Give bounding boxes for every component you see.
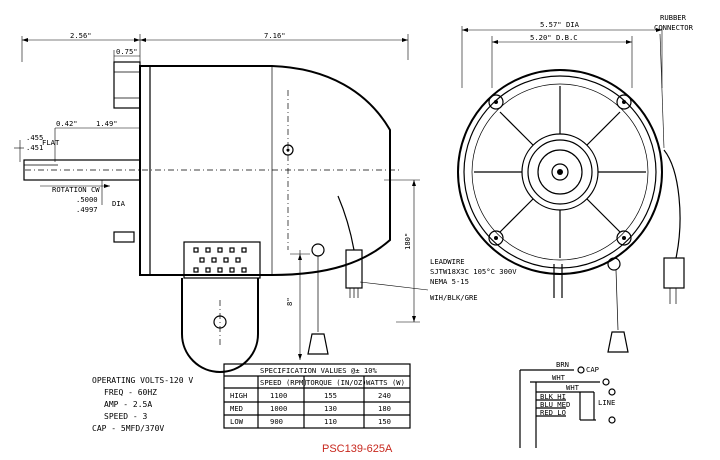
leadwire-line-4: WIH/BLK/GRE — [430, 293, 478, 302]
mounting-holes — [488, 94, 632, 246]
front-view: 5.57" DIA 5.20" D.B.C — [359, 13, 694, 353]
dim-shaft-dia-label: DIA — [112, 199, 126, 208]
leadwire-line-1: LEADWIRE — [430, 257, 465, 266]
wire-blk: BLK HI — [540, 392, 566, 401]
spec-row-label-high: HIGH — [230, 391, 247, 400]
dim-overall-width: 2.56" — [70, 31, 92, 40]
wire-blu: BLU MED — [540, 400, 570, 409]
spec-row-torque-low: 110 — [324, 417, 337, 426]
wiring-diagram: BRN CAP WHT WHT BLK HI BLU MED RED LO LI… — [519, 360, 616, 448]
spec-row-label-low: LOW — [230, 417, 244, 426]
leadwire-line-2: SJTW18X3C 105°C 300V — [430, 267, 517, 276]
leadwire-line-3: NEMA 5-15 — [430, 277, 469, 286]
dim-shaft-dia-1: .5000 — [76, 195, 98, 204]
spec-header-watts: WATTS (W) — [366, 378, 405, 387]
spec-row-watts-high: 240 — [378, 391, 391, 400]
dim-flat-length: 0.42" — [56, 119, 78, 128]
spec-row-label-med: MED — [230, 404, 243, 413]
flat-label: FLAT — [42, 138, 60, 147]
spec-row-speed-high: 1100 — [270, 391, 287, 400]
dim-cord-length: 180" — [403, 233, 412, 250]
operating-line-3: AMP - 2.5A — [104, 400, 152, 409]
spec-header-torque: TORQUE (IN/OZ) — [306, 378, 367, 387]
dim-flat-depth-2: .451 — [26, 143, 43, 152]
spec-row-torque-med: 130 — [324, 404, 337, 413]
spec-table-title: SPECIFICATION VALUES @± 10% — [260, 366, 378, 375]
operating-notes: OPERATING VOLTS-120 V FREQ - 60HZ AMP - … — [92, 376, 193, 433]
dim-bolt-circle: 5.20" D.B.C — [530, 33, 578, 42]
model-number: PSC139-625A — [322, 443, 393, 455]
wire-cap: CAP — [586, 365, 599, 374]
dim-motor-dia: 5.57" DIA — [540, 20, 580, 29]
wire-red: RED LO — [540, 408, 566, 417]
dim-body-length: 7.16" — [264, 31, 286, 40]
spec-row-torque-high: 155 — [324, 391, 337, 400]
spec-row-speed-med: 1000 — [270, 404, 287, 413]
rotation-label: ROTATION CW — [52, 185, 100, 194]
rubber-connector-label-1: RUBBER — [660, 13, 687, 22]
dim-flat-depth-1: .455 — [26, 133, 43, 142]
side-view: 2.56" 7.16" 0.75" .455 .451 FLAT 0.42" 1… — [14, 31, 420, 373]
spokes — [474, 86, 646, 258]
spec-row-watts-low: 150 — [378, 417, 391, 426]
operating-line-5: CAP - 5MFD/370V — [92, 424, 164, 433]
operating-line-4: SPEED - 3 — [104, 412, 148, 421]
rubber-connector-label-2: CONNECTOR — [654, 23, 694, 32]
dim-shaft-length: 1.49" — [96, 119, 118, 128]
wire-line: LINE — [598, 398, 615, 407]
spec-row-watts-med: 180 — [378, 404, 391, 413]
spec-table: SPECIFICATION VALUES @± 10% SPEED (RPM) … — [223, 363, 411, 429]
vent-holes — [193, 247, 247, 273]
operating-line-2: FREQ - 60HZ — [104, 388, 157, 397]
spec-row-speed-low: 900 — [270, 417, 283, 426]
wire-wht-1: WHT — [552, 373, 566, 382]
operating-line-1: OPERATING VOLTS-120 V — [92, 376, 193, 385]
wire-brn: BRN — [556, 360, 569, 369]
dim-shaft-dia-2: .4997 — [76, 205, 98, 214]
dim-shaft-offset: 0.75" — [116, 47, 138, 56]
wire-wht-2: WHT — [566, 383, 580, 392]
spec-header-speed: SPEED (RPM) — [260, 378, 308, 387]
dim-bracket-height: 8" — [285, 297, 294, 306]
